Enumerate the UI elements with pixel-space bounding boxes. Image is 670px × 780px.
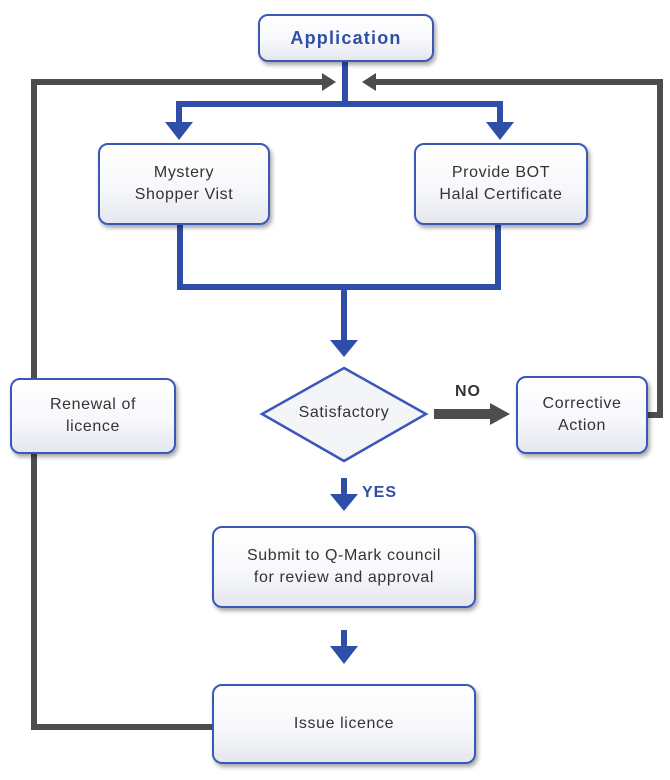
satisfactory-label: Satisfactory [298, 404, 390, 421]
no-arrow [490, 403, 510, 425]
yes-arrow [330, 494, 358, 511]
split-line [176, 62, 348, 124]
mystery-shopper-node: Mystery Shopper Vist [98, 143, 270, 225]
application-node: Application [258, 14, 434, 62]
renewal-node: Renewal of licence [10, 378, 176, 454]
loop-line-right [372, 79, 663, 418]
yes-label: YES [362, 484, 398, 501]
merge-line [177, 225, 501, 290]
loop-arrow-right [362, 73, 376, 91]
no-label: NO [455, 383, 481, 400]
split-line-right [345, 101, 503, 124]
arrow-to-satisfactory [330, 340, 358, 357]
satisfactory-diamond [259, 366, 429, 463]
issue-arrow [330, 646, 358, 664]
loop-arrow-left [322, 73, 336, 91]
issue-licence-node: Issue licence [212, 684, 476, 764]
arrow-to-mystery [165, 122, 193, 140]
arrow-to-bot [486, 122, 514, 140]
corrective-action-node: Corrective Action [516, 376, 648, 454]
provide-bot-node: Provide BOT Halal Certificate [414, 143, 588, 225]
submit-node: Submit to Q-Mark council for review and … [212, 526, 476, 608]
